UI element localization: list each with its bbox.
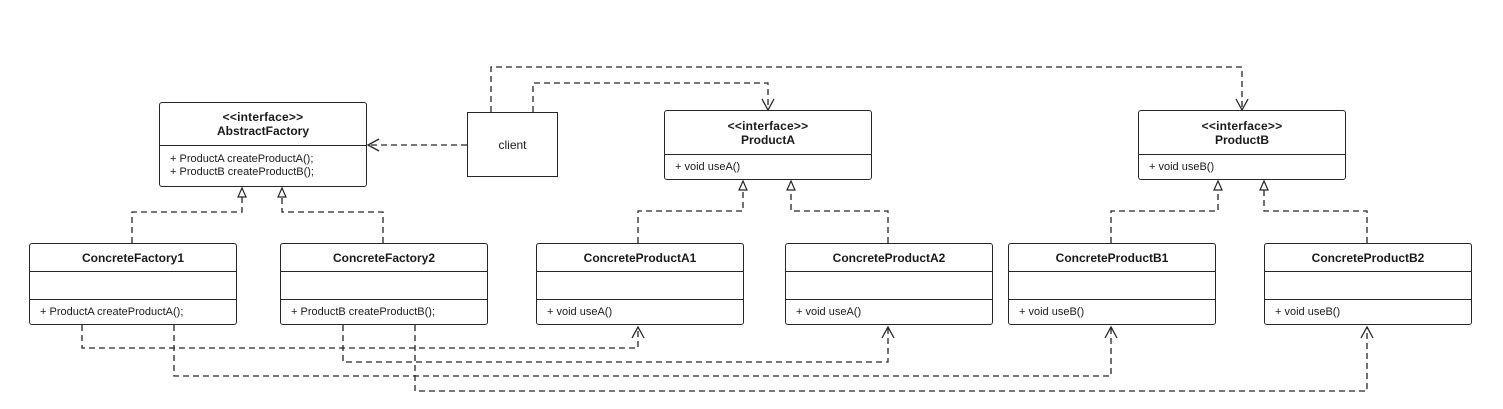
concreteproductb2-realizes-productb <box>1259 179 1368 243</box>
concretefactory2-creates-concreteproductb2 <box>414 325 1374 392</box>
class-header: ConcreteProductB1 <box>1009 244 1215 272</box>
operation: + void useB() <box>1275 305 1341 318</box>
concreteproducta1-realizes-producta <box>637 179 748 243</box>
class-operations: + void useB() <box>1139 155 1345 179</box>
operation: + ProductA createProductA(); <box>40 305 184 318</box>
client-box[interactable]: client <box>467 112 558 177</box>
class-name: ProductA <box>741 132 795 147</box>
concretefactory1-realizes-abstractfactory <box>131 186 247 243</box>
concretefactory2-realizes-abstractfactory <box>277 186 384 243</box>
class-name: ConcreteProductB1 <box>1055 250 1169 265</box>
concrete-product-a1-class[interactable]: ConcreteProductA1 + void useA() <box>536 243 744 325</box>
operation: + void useA() <box>547 305 613 318</box>
operation: + void useB() <box>1149 160 1215 173</box>
interface-stereotype: <<interface>> <box>1201 118 1283 133</box>
concrete-product-a2-class[interactable]: ConcreteProductA2 + void useA() <box>785 243 993 325</box>
class-operations: + ProductA createProductA(); <box>30 300 236 324</box>
class-header: <<interface>> AbstractFactory <box>160 103 366 146</box>
class-operations: + void useB() <box>1265 300 1471 324</box>
class-header: ConcreteProductA2 <box>786 244 992 272</box>
interface-stereotype: <<interface>> <box>727 118 809 133</box>
class-name: AbstractFactory <box>216 124 310 138</box>
class-name: ProductB <box>1215 132 1269 147</box>
class-header: ConcreteFactory2 <box>281 244 487 272</box>
concretefactory1-creates-concreteproductb1 <box>173 325 1118 377</box>
operation: + void useA() <box>675 160 741 173</box>
operation: + ProductB createProductB(); <box>170 166 314 178</box>
client-label: client <box>498 137 527 152</box>
concrete-factory2-class[interactable]: ConcreteFactory2 + ProductB createProduc… <box>280 243 488 325</box>
client-to-productb-dependency <box>490 66 1249 112</box>
class-header: <<interface>> ProductA <box>665 111 871 155</box>
concrete-factory1-class[interactable]: ConcreteFactory1 + ProductA createProduc… <box>29 243 237 325</box>
abstract-factory-class[interactable]: <<interface>> AbstractFactory + ProductA… <box>159 102 367 187</box>
product-a-class[interactable]: <<interface>> ProductA + void useA() <box>664 110 872 180</box>
class-operations: + void useA() <box>786 300 992 324</box>
interface-stereotype: <<interface>> <box>222 110 304 124</box>
class-attributes <box>1265 272 1471 300</box>
class-operations: + void useA() <box>537 300 743 324</box>
class-name: ConcreteFactory2 <box>332 250 436 265</box>
class-attributes <box>281 272 487 300</box>
class-name: ConcreteProductB2 <box>1311 250 1425 265</box>
concreteproductb1-realizes-productb <box>1110 179 1223 243</box>
concreteproducta2-realizes-producta <box>786 179 889 243</box>
class-attributes <box>1009 272 1215 300</box>
class-operations: + ProductA createProductA(); + ProductB … <box>160 146 366 186</box>
operation: + ProductA createProductA(); <box>170 153 314 165</box>
class-attributes <box>786 272 992 300</box>
class-operations: + void useB() <box>1009 300 1215 324</box>
class-header: ConcreteFactory1 <box>30 244 236 272</box>
concrete-product-b1-class[interactable]: ConcreteProductB1 + void useB() <box>1008 243 1216 325</box>
operation: + void useB() <box>1019 305 1085 318</box>
class-header: <<interface>> ProductB <box>1139 111 1345 155</box>
class-name: ConcreteProductA2 <box>832 250 946 265</box>
concretefactory2-creates-concreteproducta2 <box>342 325 895 363</box>
class-name: ConcreteFactory1 <box>81 250 185 265</box>
class-header: ConcreteProductA1 <box>537 244 743 272</box>
class-attributes <box>30 272 236 300</box>
operation: + void useA() <box>796 305 862 318</box>
class-operations: + void useA() <box>665 155 871 179</box>
product-b-class[interactable]: <<interface>> ProductB + void useB() <box>1138 110 1346 180</box>
concretefactory1-creates-concreteproducta1 <box>81 325 645 349</box>
class-operations: + ProductB createProductB(); <box>281 300 487 324</box>
operation: + ProductB createProductB(); <box>291 305 435 318</box>
class-attributes <box>537 272 743 300</box>
client-to-producta-dependency <box>532 82 775 112</box>
concrete-product-b2-class[interactable]: ConcreteProductB2 + void useB() <box>1264 243 1472 325</box>
class-name: ConcreteProductA1 <box>583 250 697 265</box>
class-header: ConcreteProductB2 <box>1265 244 1471 272</box>
